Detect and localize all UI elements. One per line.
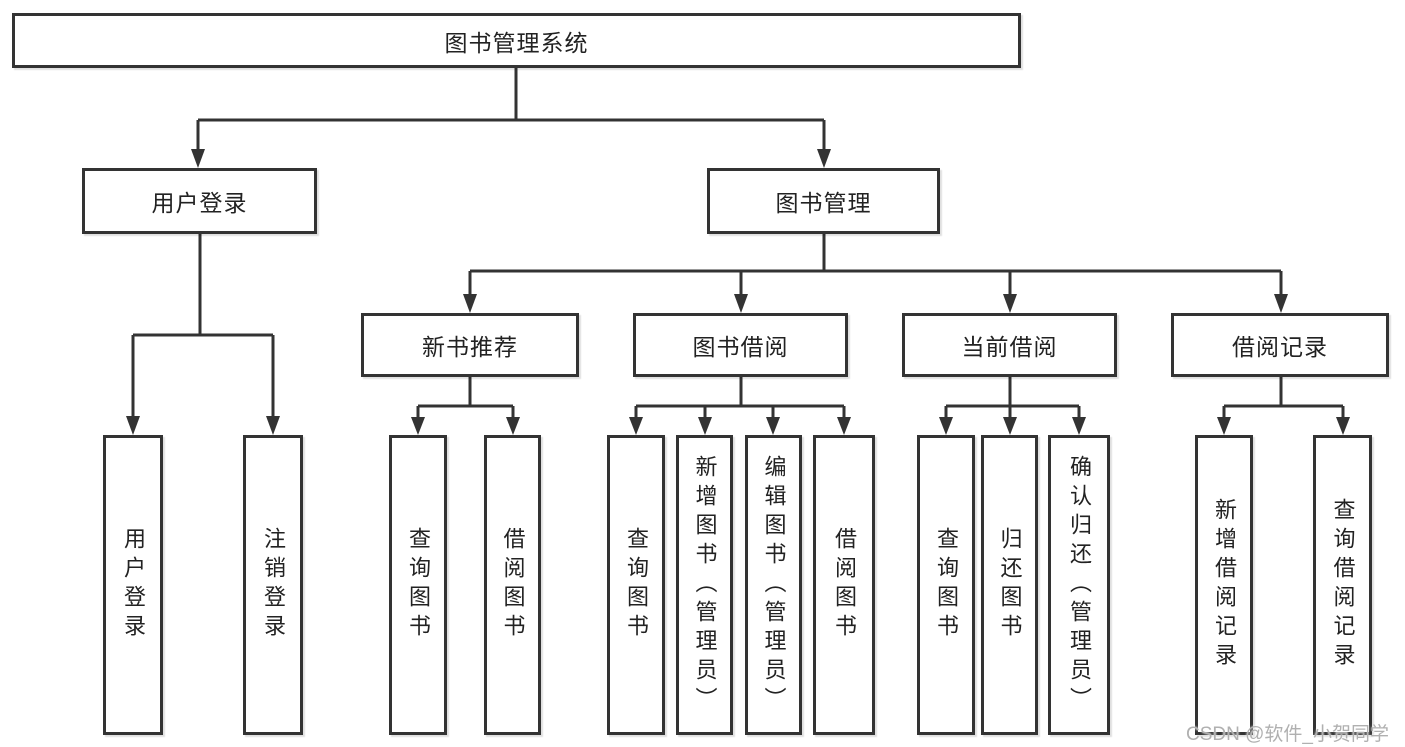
leaf-user-login: 用户登录 [103, 435, 163, 735]
leaf-borrowing-borrow-books: 借阅图书 [813, 435, 875, 735]
leaf-borrowing-query-books: 查询图书 [607, 435, 665, 735]
leaf-borrowing-add-books-admin: 新增图书（管理员） [676, 435, 733, 735]
leaf-records-query-borrow-record: 查询借阅记录 [1313, 435, 1372, 735]
leaf-logout: 注销登录 [243, 435, 303, 735]
node-user-login-group: 用户登录 [82, 168, 317, 234]
leaf-records-add-borrow-record: 新增借阅记录 [1195, 435, 1253, 735]
node-new-book-recommend: 新书推荐 [361, 313, 579, 377]
leaf-current-confirm-return-admin: 确认归还（管理员） [1048, 435, 1110, 735]
node-library-management-system: 图书管理系统 [12, 13, 1021, 68]
node-book-borrowing: 图书借阅 [633, 313, 848, 377]
csdn-watermark: CSDN @软件_小贺同学 [1186, 724, 1389, 745]
leaf-recommend-borrow-books: 借阅图书 [484, 435, 541, 735]
leaf-borrowing-edit-books-admin: 编辑图书（管理员） [745, 435, 802, 735]
leaf-current-return-books: 归还图书 [981, 435, 1038, 735]
node-book-management: 图书管理 [707, 168, 940, 234]
leaf-recommend-query-books: 查询图书 [389, 435, 447, 735]
leaf-current-query-books: 查询图书 [917, 435, 975, 735]
node-current-borrowing: 当前借阅 [902, 313, 1117, 377]
node-borrowing-records: 借阅记录 [1171, 313, 1389, 377]
